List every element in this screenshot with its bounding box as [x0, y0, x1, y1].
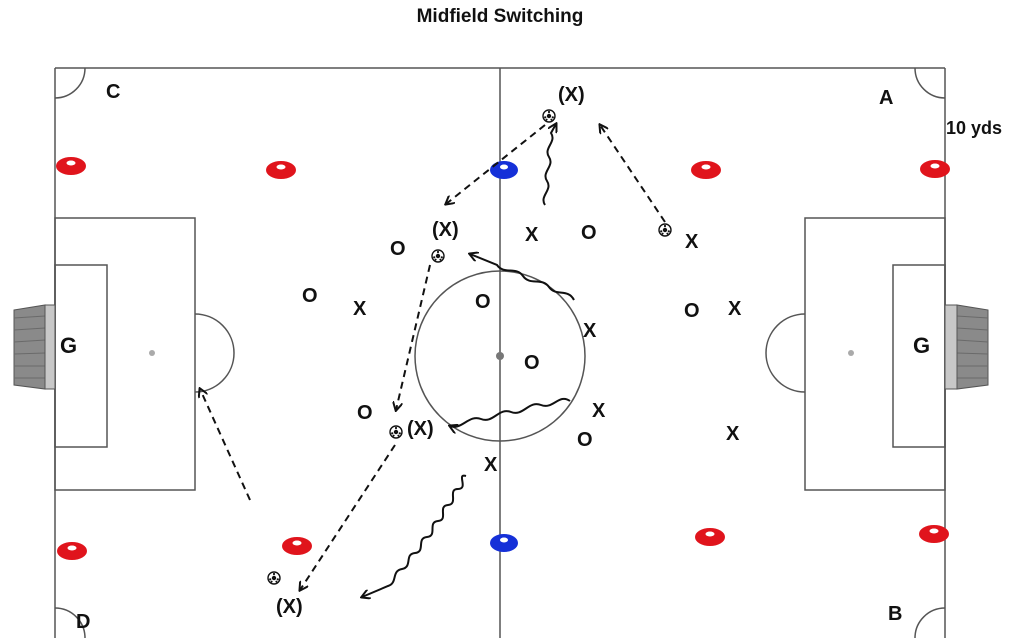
- pass-arrow: [396, 264, 431, 410]
- corner-arc-bottom-left: [54, 607, 86, 638]
- red-cone-icon: [919, 525, 949, 543]
- distance-label: 10 yds: [946, 118, 1002, 138]
- goal-icon: [944, 304, 989, 390]
- player-o: O: [302, 285, 318, 307]
- player-x: X: [592, 400, 606, 422]
- player-x: X: [726, 423, 740, 445]
- dribble-arrow: [470, 254, 575, 301]
- corner-label-b: B: [888, 603, 902, 625]
- player-o: O: [684, 300, 700, 322]
- left-penalty-arc: [194, 313, 235, 393]
- goalkeeper-left: G: [60, 333, 77, 358]
- red-cone-icon: [282, 537, 312, 555]
- corner-arc-top-right: [914, 67, 946, 99]
- ball-markers: [267, 109, 672, 585]
- pass-arrow: [446, 124, 546, 204]
- corner-arc-bottom-right: [914, 607, 946, 638]
- player-x: X: [353, 298, 367, 320]
- center-circle: [414, 270, 586, 442]
- player-o: O: [357, 402, 373, 424]
- run-arrow: [200, 389, 251, 501]
- player-x: X: [484, 454, 498, 476]
- player-x: X: [583, 320, 597, 342]
- player-x: X: [728, 298, 742, 320]
- goal-icon: [13, 304, 56, 390]
- right-penalty-arc: [765, 313, 806, 393]
- player-x: (X): [558, 84, 585, 106]
- cone-markers: [56, 157, 950, 560]
- player-x: X: [685, 231, 699, 253]
- red-cone-icon: [920, 160, 950, 178]
- soccer-ball-icon: [267, 571, 281, 585]
- player-x: (X): [407, 418, 434, 440]
- blue-cone-icon: [490, 534, 518, 552]
- dribble-arrow: [450, 397, 571, 427]
- corner-arc-top-left: [54, 67, 86, 99]
- dribble-arrow: [542, 124, 556, 206]
- left-penalty-spot: [149, 350, 155, 356]
- pass-arrows: [200, 124, 666, 590]
- right-penalty-spot: [848, 350, 854, 356]
- red-cone-icon: [57, 542, 87, 560]
- corner-label-a: A: [879, 87, 893, 109]
- player-x: X: [525, 224, 539, 246]
- player-o: O: [390, 238, 406, 260]
- player-o: O: [524, 352, 540, 374]
- diagram-title: Midfield Switching: [416, 6, 584, 27]
- goalkeeper-right: G: [913, 333, 930, 358]
- center-spot: [496, 352, 504, 360]
- soccer-ball-icon: [431, 249, 445, 263]
- player-o: O: [581, 222, 597, 244]
- red-cone-icon: [56, 157, 86, 175]
- soccer-ball-icon: [658, 223, 672, 237]
- player-x: (X): [276, 596, 303, 618]
- soccer-ball-icon: [389, 425, 403, 439]
- player-o: O: [577, 429, 593, 451]
- dribble-arrows: [362, 124, 575, 597]
- red-cone-icon: [266, 161, 296, 179]
- dribble-arrow: [362, 474, 467, 597]
- corner-label-d: D: [76, 611, 90, 633]
- red-cone-icon: [691, 161, 721, 179]
- player-x: (X): [432, 219, 459, 241]
- pass-arrow: [300, 444, 396, 590]
- blue-cone-icon: [490, 161, 518, 179]
- run-arrow: [600, 125, 666, 223]
- player-o: O: [475, 291, 491, 313]
- corner-label-c: C: [106, 81, 120, 103]
- soccer-ball-icon: [542, 109, 556, 123]
- red-cone-icon: [695, 528, 725, 546]
